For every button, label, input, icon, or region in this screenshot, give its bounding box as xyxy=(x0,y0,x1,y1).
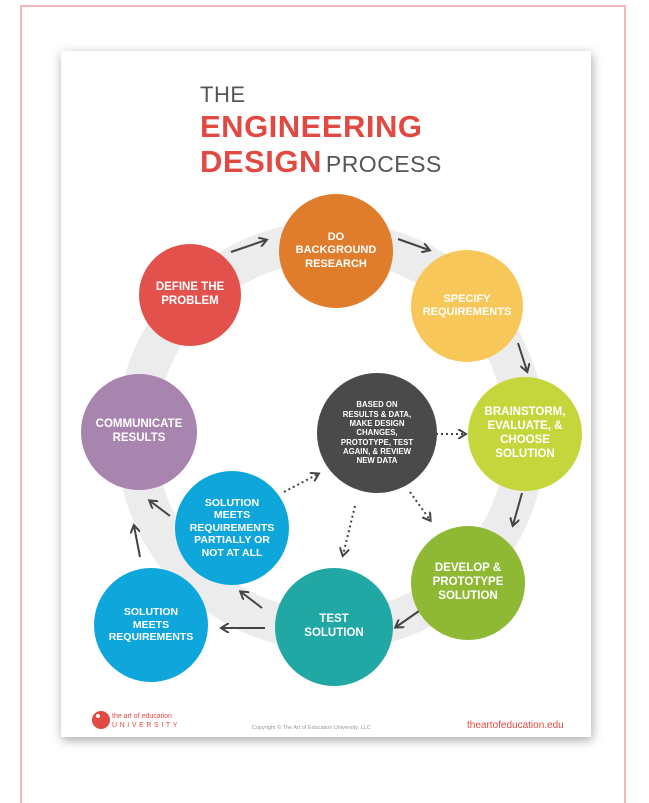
arrow-develop-to-test xyxy=(396,610,420,627)
step-communicate-results: COMMUNICATE RESULTS xyxy=(81,374,197,490)
step-develop-prototype: DEVELOP & PROTOTYPE SOLUTION xyxy=(411,526,525,640)
step-define-problem: DEFINE THE PROBLEM xyxy=(139,244,241,346)
step-background-research: DO BACKGROUND RESEARCH xyxy=(279,194,393,308)
step-partial-label: SOLUTION MEETS REQUIREMENTS PARTIALLY OR… xyxy=(189,496,275,559)
pink-frame xyxy=(20,5,626,803)
logo-line1: the art of education xyxy=(112,713,172,720)
step-test-label: TEST SOLUTION xyxy=(304,613,364,639)
title-engineering: ENGINEERING xyxy=(200,109,423,144)
copyright-text: Copyright © The Art of Education Univers… xyxy=(252,725,371,731)
step-specify-label: SPECIFY REQUIREMENTS xyxy=(422,292,512,318)
title-process: PROCESS xyxy=(325,151,442,177)
title-the: THE xyxy=(200,82,246,107)
dotted-arrow-center-to-test xyxy=(343,505,356,555)
arrow-meets-to-communicate xyxy=(134,526,141,558)
logo-palette-dot-icon xyxy=(96,714,100,718)
step-define-label: DEFINE THE PROBLEM xyxy=(155,281,225,307)
step-brainstorm-label: BRAINSTORM, EVALUATE, & CHOOSE SOLUTION xyxy=(484,406,566,460)
arrow-partial-to-communicate xyxy=(150,501,171,517)
step-meets-label: SOLUTION MEETS REQUIREMENTS xyxy=(108,606,194,644)
step-solution-meets: SOLUTION MEETS REQUIREMENTS xyxy=(94,568,208,682)
website-link[interactable]: theartofeducation.edu xyxy=(467,720,564,731)
arrow-brainstorm-to-develop xyxy=(513,492,523,525)
step-develop-label: DEVELOP & PROTOTYPE SOLUTION xyxy=(432,562,504,602)
step-test-solution: TEST SOLUTION xyxy=(275,568,393,686)
step-brainstorm: BRAINSTORM, EVALUATE, & CHOOSE SOLUTION xyxy=(468,377,582,491)
center-iterate-label: BASED ON RESULTS & DATA, MAKE DESIGN CHA… xyxy=(340,400,414,466)
dotted-arrow-partial-to-center xyxy=(283,474,318,493)
step-communicate-label: COMMUNICATE RESULTS xyxy=(95,418,183,444)
arrow-test-to-partial xyxy=(241,592,263,609)
title-design: DESIGN xyxy=(200,144,322,179)
logo-palette-icon xyxy=(92,711,110,729)
logo-line2: UNIVERSITY xyxy=(112,722,181,729)
arrow-specify-to-brainstorm xyxy=(517,342,527,371)
step-solution-partial: SOLUTION MEETS REQUIREMENTS PARTIALLY OR… xyxy=(175,471,289,585)
arrow-define-to-research xyxy=(230,240,266,253)
dotted-arrow-center-to-develop xyxy=(409,491,430,520)
center-iterate-node: BASED ON RESULTS & DATA, MAKE DESIGN CHA… xyxy=(317,373,437,493)
arrow-research-to-specify xyxy=(397,238,429,250)
step-research-label: DO BACKGROUND RESEARCH xyxy=(295,231,377,270)
step-specify-requirements: SPECIFY REQUIREMENTS xyxy=(411,250,523,362)
